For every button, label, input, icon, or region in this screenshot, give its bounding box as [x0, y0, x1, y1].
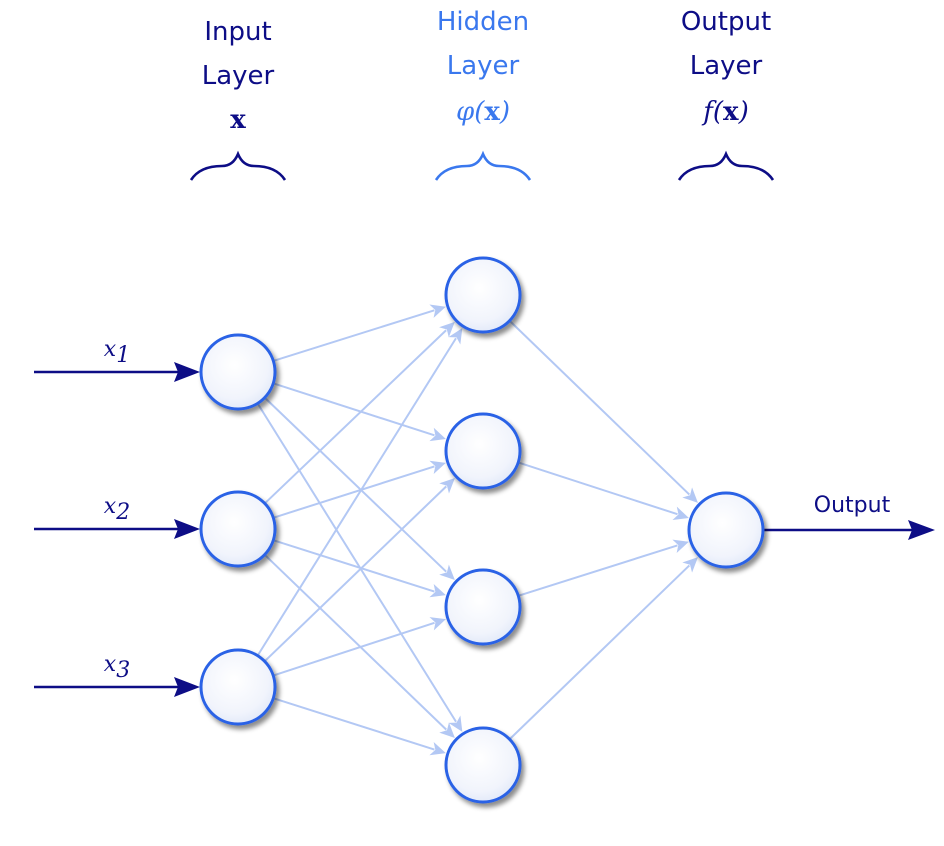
- connection-l1-n2-to-n2: [272, 460, 446, 519]
- connection-l2-n3-to-n1: [517, 539, 689, 597]
- hidden-neuron-1: [444, 256, 522, 334]
- input-layer-brace: [189, 150, 287, 181]
- connections: [256, 304, 698, 756]
- output-arrow: Output: [764, 493, 935, 540]
- connection-l1-n1-to-n1: [272, 304, 446, 362]
- input-label-2: x2: [104, 494, 130, 525]
- hidden-layer-header: Hidden Layer φ(x): [434, 7, 532, 181]
- input-neuron-3: [199, 648, 277, 726]
- connection-l2-n4-to-n1: [508, 557, 698, 740]
- connection-l1-n3-to-n2: [263, 478, 455, 663]
- connection-l2-n2-to-n1: [517, 461, 689, 520]
- input-layer-title-line2: Layer: [202, 61, 275, 91]
- output-layer-title-line2: Layer: [690, 51, 763, 81]
- connection-l1-n2-to-n4: [263, 553, 455, 738]
- output-layer-brace: [677, 150, 775, 181]
- output-layer-header: Output Layer f(x): [677, 7, 775, 181]
- connection-l1-n1-to-n4: [256, 402, 463, 732]
- input-label-1: x1: [104, 337, 130, 368]
- neurons: [199, 256, 765, 804]
- connection-l1-n1-to-n2: [272, 382, 446, 442]
- input-neuron-1: [199, 333, 277, 411]
- output-label: Output: [814, 493, 891, 518]
- connection-l1-n3-to-n4: [272, 697, 446, 756]
- connection-l1-n2-to-n3: [272, 539, 446, 598]
- input-arrow-2: x2: [34, 494, 200, 539]
- hidden-layer-title-line1: Hidden: [437, 7, 529, 37]
- input-arrows: x1 x2 x3: [34, 337, 200, 697]
- hidden-layer-symbol: φ(x): [456, 97, 510, 127]
- hidden-layer-brace: [434, 150, 532, 181]
- output-neuron-1: [687, 491, 765, 569]
- output-layer-title-line1: Output: [681, 7, 771, 37]
- hidden-neuron-2: [444, 412, 522, 490]
- input-arrow-3: x3: [34, 652, 200, 697]
- hidden-neuron-4: [444, 726, 522, 804]
- connection-l1-n3-to-n3: [272, 617, 446, 677]
- hidden-neuron-3: [444, 568, 522, 646]
- connection-l2-n1-to-n1: [508, 320, 698, 503]
- input-neuron-2: [199, 490, 277, 568]
- input-layer-header: Input Layer x: [189, 17, 287, 181]
- input-layer-title-line1: Input: [204, 17, 271, 47]
- connection-l1-n2-to-n1: [264, 321, 455, 505]
- input-label-3: x3: [104, 652, 130, 683]
- hidden-layer-title-line2: Layer: [447, 51, 520, 81]
- output-layer-symbol: f(x): [701, 97, 748, 127]
- connection-l1-n1-to-n3: [264, 396, 455, 581]
- connection-l1-n3-to-n1: [256, 328, 463, 657]
- input-layer-symbol: x: [230, 105, 246, 135]
- input-arrow-1: x1: [34, 337, 200, 382]
